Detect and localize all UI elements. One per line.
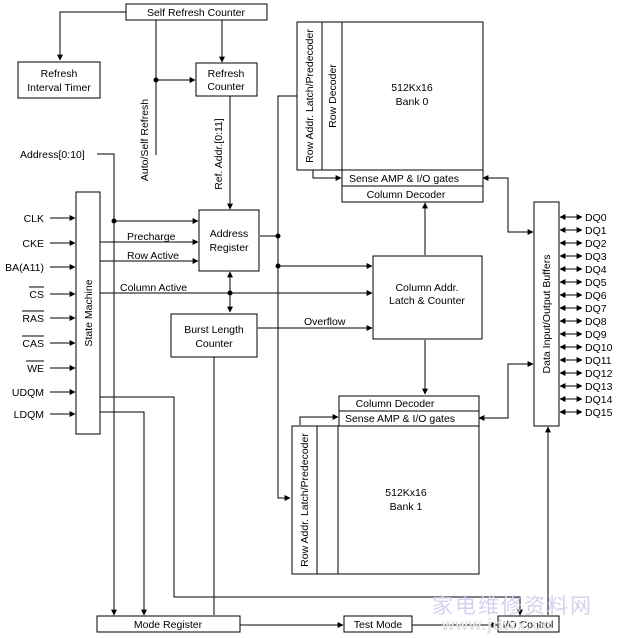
pin-dq8: DQ8: [585, 316, 607, 328]
io-control-label: I/O Control: [503, 619, 554, 631]
column-addr-latch-counter-block: Column Addr. Latch & Counter: [372, 255, 483, 340]
auto-self-refresh-label: Auto/Self Refresh: [139, 99, 151, 181]
data-io-buffers-block: Data Input/Output Buffers: [533, 201, 560, 427]
refresh-counter-block: Refresh Counter: [195, 62, 258, 97]
overflow-label: Overflow: [304, 316, 346, 328]
wire-bank1-sense-to-buffers: [478, 361, 534, 421]
state-machine-label: State Machine: [83, 279, 95, 346]
bank0-sense-amp-label: Sense AMP & I/O gates: [349, 173, 459, 185]
junction-refresh: [153, 77, 159, 83]
watermark: 家电维修资料网 www.jdwx.cc: [432, 590, 612, 634]
wire-bank1-row-to-sense: [299, 414, 339, 425]
wire-bank0-row-to-sense: [312, 170, 342, 181]
bank0-array-label-2: Bank 0: [396, 96, 429, 108]
pin-dq2: DQ2: [585, 238, 607, 250]
test-mode-label: Test Mode: [354, 619, 403, 631]
junction-addr-column: [275, 263, 281, 269]
watermark-url: www.jdwx.cc: [442, 617, 552, 634]
watermark-logo: 家电维修资料网: [432, 594, 593, 618]
pin-cas: CAS: [22, 338, 44, 350]
column-addr-latch-label-2: Latch & Counter: [389, 295, 465, 307]
bank0-array-label-1: 512Kx16: [391, 82, 433, 94]
pin-udqm: UDQM: [12, 387, 44, 399]
pin-dq12: DQ12: [585, 368, 613, 380]
bank1-block: Column Decoder Sense AMP & I/O gates Row…: [291, 395, 480, 575]
refresh-counter-label-1: Refresh: [208, 68, 245, 80]
test-mode-block: Test Mode: [343, 615, 413, 633]
pin-clk: CLK: [24, 213, 44, 225]
self-refresh-counter-block: Self Refresh Counter: [125, 3, 268, 21]
bank0-block: Row Addr. Latch/Predecoder Row Decoder 5…: [296, 21, 484, 203]
pin-dq1: DQ1: [585, 225, 607, 237]
pin-dq7: DQ7: [585, 303, 607, 315]
burst-length-counter-block: Burst Length Counter: [170, 313, 258, 358]
refresh-interval-timer-block: Refresh Interval Timer: [17, 61, 101, 99]
mode-register-block: Mode Register: [96, 615, 241, 633]
pin-dq3: DQ3: [585, 251, 607, 263]
pin-we: WE: [27, 363, 44, 375]
burst-length-counter-label-2: Counter: [195, 338, 233, 350]
bank1-sense-amp-label: Sense AMP & I/O gates: [345, 413, 455, 425]
wire-bank0-sense-to-buffers: [482, 175, 534, 235]
pin-dq11: DQ11: [585, 355, 612, 367]
address-register-label-2: Register: [209, 242, 249, 254]
input-pins: CLK CKE BA(A11) CS RAS CAS WE UDQM LDQM: [5, 213, 44, 421]
pin-ba: BA(A11): [5, 262, 44, 274]
mode-register-label: Mode Register: [134, 619, 203, 631]
state-machine-block: State Machine: [75, 191, 101, 435]
column-active-label: Column Active: [120, 282, 187, 294]
column-addr-latch-label-1: Column Addr.: [395, 282, 458, 294]
bank0-column-decoder-label: Column Decoder: [367, 189, 446, 201]
pin-cs: CS: [29, 289, 44, 301]
refresh-counter-label-2: Counter: [207, 81, 245, 93]
pin-dq15: DQ15: [585, 407, 613, 419]
refresh-interval-timer-label-2: Interval Timer: [27, 82, 91, 94]
pin-dq5: DQ5: [585, 277, 607, 289]
burst-length-counter-label-1: Burst Length: [184, 324, 244, 336]
precharge-label: Precharge: [127, 231, 176, 243]
address-register-label-1: Address: [210, 228, 249, 240]
row-active-label: Row Active: [127, 250, 179, 262]
address-signal-label: Address[0:10]: [20, 149, 85, 161]
pin-dq0: DQ0: [585, 212, 607, 224]
bank0-row-decoder-label: Row Decoder: [327, 64, 339, 128]
wire-self-refresh-to-timer: [57, 11, 126, 61]
bank1-array-label-2: Bank 1: [390, 501, 423, 513]
wire-address-bus: [97, 153, 117, 616]
pin-dq9: DQ9: [585, 329, 607, 341]
dq-wires: [559, 214, 583, 415]
wire-udqm-to-io: [100, 396, 523, 616]
pin-dq13: DQ13: [585, 381, 613, 393]
bank1-row-addr-latch-label: Row Addr. Latch/Predecoder: [299, 433, 311, 567]
bank1-column-decoder-label: Column Decoder: [356, 398, 435, 410]
bank1-array-label-1: 512Kx16: [385, 487, 427, 499]
wire-ldqm-to-io: [100, 411, 147, 616]
pin-cke: CKE: [22, 238, 44, 250]
wire-addr-to-bank1-row: [277, 236, 291, 501]
pin-dq14: DQ14: [585, 394, 613, 406]
ref-addr-label: Ref. Addr.[0:11]: [213, 118, 225, 190]
address-register-block: Address Register: [198, 209, 260, 272]
pin-ras: RAS: [22, 313, 44, 325]
data-io-buffers-label: Data Input/Output Buffers: [541, 255, 553, 374]
bank0-row-addr-latch-label: Row Addr. Latch/Predecoder: [304, 29, 316, 163]
self-refresh-counter-label: Self Refresh Counter: [147, 7, 246, 19]
wire-addr-to-bank0-row: [260, 93, 305, 237]
dq-pins: DQ0 DQ1 DQ2 DQ3 DQ4 DQ5 DQ6 DQ7 DQ8 DQ9 …: [585, 212, 613, 419]
refresh-interval-timer-label-1: Refresh: [41, 68, 78, 80]
pin-ldqm: LDQM: [14, 409, 44, 421]
pin-dq10: DQ10: [585, 342, 613, 354]
pin-dq6: DQ6: [585, 290, 607, 302]
wires: [50, 9, 583, 628]
io-control-block: I/O Control: [497, 615, 560, 633]
pin-dq4: DQ4: [585, 264, 607, 276]
junction-address: [111, 218, 117, 224]
